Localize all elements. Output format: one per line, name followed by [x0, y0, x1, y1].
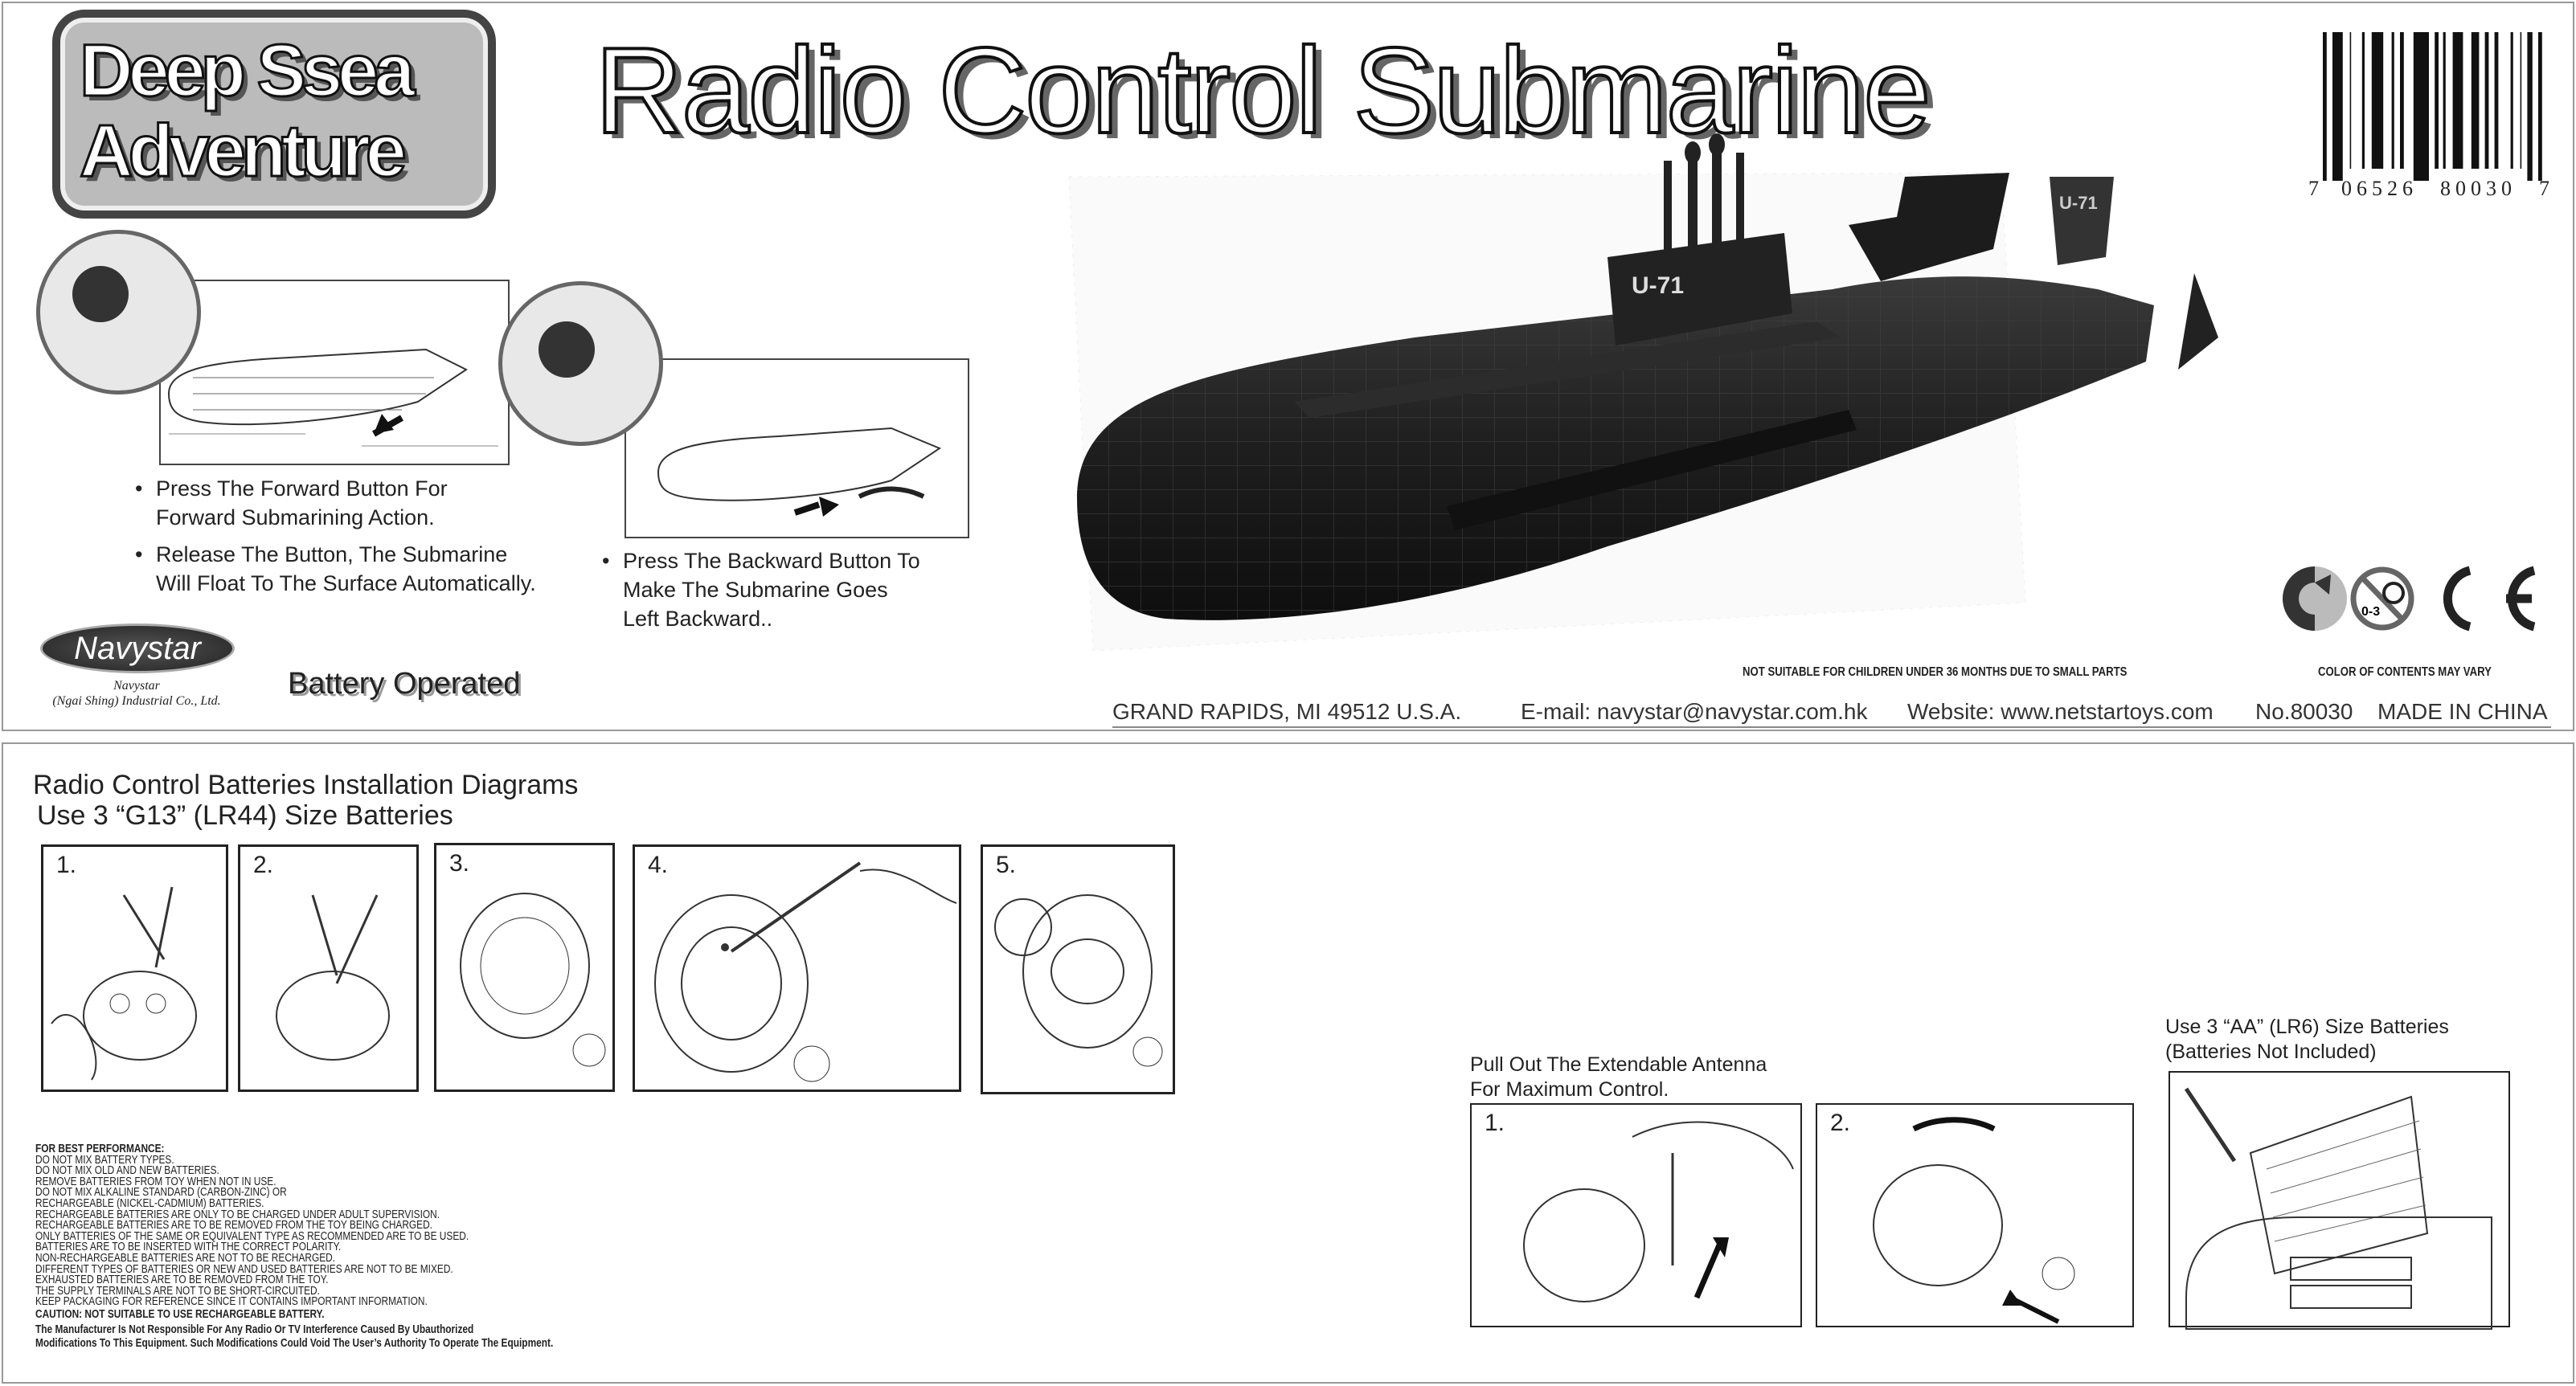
footer-item-number: No.80030 [2255, 699, 2353, 724]
best-performance-line: NON-RECHARGEABLE BATTERIES ARE NOT TO BE… [35, 1251, 336, 1265]
submarine-photo: U-71 U-71 [1068, 133, 2218, 652]
forward-illustration [159, 280, 510, 465]
compliance-symbols: 0-3 [2281, 562, 2546, 635]
battery-operated-label: Battery Operated [288, 667, 521, 701]
barcode-bar [2332, 32, 2343, 181]
barcode-digit: 7 [2308, 177, 2319, 200]
remote-hand-circle-2 [498, 281, 663, 446]
barcode-bar [2484, 32, 2489, 169]
tower-mark: U-71 [2059, 193, 2098, 213]
age-warning: NOT SUITABLE FOR CHILDREN UNDER 36 MONTH… [1743, 665, 2128, 679]
battery-step-3: 3. [434, 843, 615, 1092]
best-performance-line: RECHARGEABLE BATTERIES ARE ONLY TO BE CH… [35, 1208, 440, 1221]
color-warning: COLOR OF CONTENTS MAY VARY [2318, 665, 2492, 679]
barcode-bar [2527, 32, 2533, 181]
barcode-bar [2452, 32, 2463, 169]
antenna-step-2: 2. [1816, 1103, 2134, 1327]
barcode-bar [2323, 32, 2327, 181]
best-performance-line: THE SUPPLY TERMINALS ARE NOT TO BE SHORT… [35, 1284, 320, 1298]
barcode-bars [2323, 32, 2542, 181]
company-name: Navystar(Ngai Shing) Industrial Co., Ltd… [52, 679, 221, 708]
best-performance-line: REMOVE BATTERIES FROM TOY WHEN NOT IN US… [35, 1175, 276, 1188]
footer-address: GRAND RAPIDS, MI 49512 U.S.A. [1112, 699, 1462, 724]
battery-step-2: 2. [238, 844, 419, 1092]
barcode: 7 06526 80030 7 [2308, 32, 2549, 201]
barcode-digit: 7 [2539, 177, 2549, 200]
barcode-bar [2413, 32, 2429, 181]
svg-text:0-3: 0-3 [2361, 605, 2380, 619]
footer-origin: MADE IN CHINA [2377, 699, 2548, 724]
footer-rule [1112, 726, 2551, 728]
best-performance-line: KEEP PACKAGING FOR REFERENCE SINCE IT CO… [35, 1295, 428, 1309]
battery-section-subtitle: Use 3 “G13” (LR44) Size Batteries [37, 800, 453, 831]
best-performance-line: RECHARGEABLE BATTERIES ARE TO BE REMOVED… [35, 1219, 432, 1233]
best-performance-line: RECHARGEABLE (NICKEL-CADMIUM) BATTERIES. [35, 1196, 264, 1210]
logo-line1: Deep Ssea [78, 30, 416, 112]
not-for-children-icon: 0-3 [2350, 566, 2414, 631]
barcode-bar [2361, 32, 2365, 169]
green-dot-recycle-icon [2283, 566, 2347, 631]
barcode-bar [2435, 32, 2439, 169]
barcode-bar [2471, 32, 2480, 169]
logo-line2: Adventure [79, 110, 408, 192]
best-performance-line: ONLY BATTERIES OF THE SAME OR EQUIVALENT… [35, 1229, 469, 1243]
remote-hand-circle-1 [36, 230, 201, 395]
barcode-digit: 06526 [2341, 177, 2418, 200]
deep-sea-adventure-logo: Deep Ssea Adventure [52, 10, 496, 219]
hull-mark: U-71 [1632, 272, 1684, 299]
battery-step-1: 1. [41, 844, 228, 1092]
battery-step-5: 5. [981, 844, 1175, 1094]
best-performance-line: BATTERIES ARE TO BE INSERTED WITH THE CO… [35, 1241, 342, 1254]
product-title: Radio Control Submarine [593, 22, 1933, 159]
front-panel [2, 2, 2574, 731]
ce-mark-icon [2443, 566, 2536, 632]
best-performance-line: DO NOT MIX OLD AND NEW BATTERIES. [35, 1164, 219, 1178]
best-performance-line: DO NOT MIX BATTERY TYPES. [35, 1153, 174, 1167]
barcode-digit: 80030 [2440, 177, 2517, 200]
barcode-bar [2510, 32, 2513, 169]
back-panel [2, 742, 2574, 1384]
best-performance-line: DIFFERENT TYPES OF BATTERIES OR NEW AND … [35, 1262, 453, 1276]
battery-section-title: Radio Control Batteries Installation Dia… [33, 770, 579, 800]
best-performance-line: DO NOT MIX ALKALINE STANDARD (CARBON-ZIN… [35, 1186, 287, 1200]
backward-illustration [625, 358, 969, 538]
barcode-bar [2520, 32, 2522, 169]
footer-email: E-mail: navystar@navystar.com.hk [1521, 699, 1868, 724]
submarine-forward-sketch [167, 348, 498, 447]
barcode-bar [2371, 32, 2384, 169]
barcode-bar [2391, 32, 2394, 169]
submarine-backward-sketch [657, 427, 942, 517]
navystar-logo: Navystar [40, 623, 235, 673]
barcode-bar [2400, 32, 2404, 169]
best-performance-line: EXHAUSTED BATTERIES ARE TO BE REMOVED FR… [35, 1274, 329, 1287]
barcode-bar [2349, 32, 2352, 169]
battery-step-4: 4. [633, 844, 961, 1092]
footer-website: Website: www.netstartoys.com [1907, 699, 2214, 724]
aa-battery-compartment-illustration [2169, 1071, 2510, 1330]
barcode-bar [2494, 32, 2499, 169]
antenna-step-1: 1. [1470, 1103, 1802, 1327]
aa-batteries-label: Use 3 “AA” (LR6) Size Batteries(Batterie… [2165, 1016, 2449, 1063]
best-performance-notice: FOR BEST PERFORMANCE: DO NOT MIX BATTERY… [35, 1143, 554, 1350]
barcode-bar [2538, 32, 2542, 181]
barcode-bar [2443, 32, 2446, 169]
